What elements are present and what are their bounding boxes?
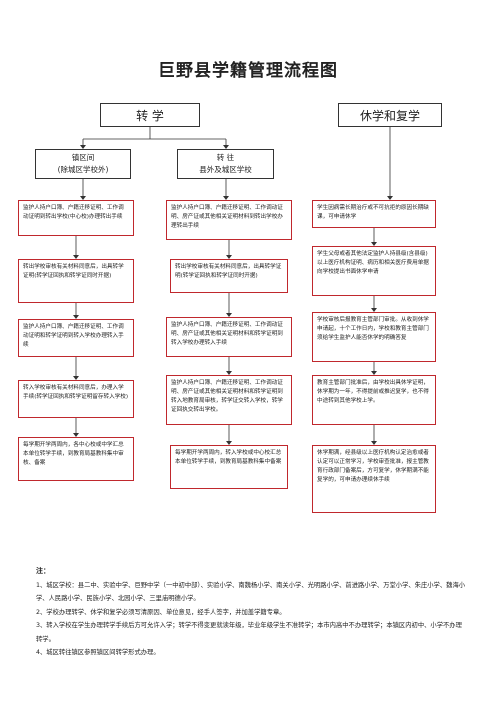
transfer-header: 转 学 [100, 103, 200, 127]
suspend-header-label: 休学和复学 [359, 108, 420, 123]
suspend-step-4: 教育主管部门批准后，由学校出具休学证明，休学期为一年，不得提前或推迟复学，也不得… [312, 375, 436, 425]
out-county-step-2: 转出学校审核有关材料同意后，出具转学证明(转学证回执和转学证同时开据) [170, 259, 288, 293]
note-item-1: 1、城区学校：县二中、实验中学、巨野中学（一中初中部）、实验小学、南魏杨小学、南… [36, 581, 466, 603]
in-county-step-1: 监护人持户口簿、户籍迁移证明、工作调动证明到转出学校(中心校)办理转出手续 [18, 200, 134, 236]
out-county-line-2: 县外及城区学校 [199, 165, 252, 174]
note-item-4: 4、城区转往镇区参照镇区间转学形式办理。 [36, 649, 160, 656]
in-county-step-4: 转入学校审核有关材料同意后，办理入学手续(转学证回执和转学证明留存转入学校) [18, 380, 134, 418]
in-county-line-1: 镇区间 [71, 153, 95, 162]
suspend-step-2: 学生父母或者其他法定监护人持县级(含县级)以上医疗机构证明、病历和相关医疗费用单… [312, 246, 436, 296]
in-county-line-2: (除城区学校外) [57, 165, 109, 174]
note-item-2: 2、学校办理转学、休学和复学必须写清原因、单位意见，经手人签字，并加盖学籍专章。 [36, 608, 286, 616]
notes-section: 注： 1、城区学校：县二中、实验中学、巨野中学（一中初中部）、实验小学、南魏杨小… [36, 565, 466, 660]
out-county-line-1: 转 往 [216, 153, 235, 162]
notes-heading: 注： [36, 567, 50, 575]
out-county-subheader: 转 往 县外及城区学校 [177, 149, 274, 179]
suspend-step-1: 学生因病需长期治疗或不可抗拒的原因长期缺课，可申请休学 [312, 200, 436, 228]
suspend-step-3: 学校审核后报教育主管部门审批。从收到休学申请起，十个工作日内，学校和教育主管部门… [312, 312, 436, 362]
out-county-step-3: 监护人持户口簿、户籍迁移证明、工作调动证明、房产证或其他相关证明材料和转学证明到… [166, 317, 292, 357]
in-county-subheader: 镇区间 (除城区学校外) [35, 149, 131, 179]
out-county-step-4: 监护人持户口簿、户籍迁移证明、工作调动证明、房产证或其他相关证明材料和转学证明到… [166, 375, 292, 425]
out-county-step-1: 监护人持户口簿、户籍迁移证明、工作调动证明、房产证或其他相关证明材料到转出学校办… [166, 200, 292, 240]
page-title: 巨野县学籍管理流程图 [158, 61, 338, 81]
in-county-step-3: 监护人持户口簿、户籍迁移证明、工作调动证明和转学证明到转入学校办理转入手续 [18, 319, 134, 357]
in-county-step-2: 转出学校审核有关材料同意后，出具转学证明(转学证回执和转学证同时开据) [18, 259, 134, 303]
note-item-3: 3、转入学校在学生办理转学手续后方可允许入学；转学不得变更就读年级，毕业年级学生… [36, 622, 462, 643]
suspend-header: 休学和复学 [338, 103, 442, 127]
suspend-step-5: 休学期满，经县级以上医疗机构认定治愈或者认定可以正常学习，学校审查批准，报主管教… [312, 445, 436, 513]
transfer-header-label: 转 学 [136, 108, 164, 123]
in-county-step-5: 每学期开学两周内，各中心校或中学汇总本单位转学手续，到教育局基教科集中审核、备案 [18, 437, 134, 481]
out-county-step-5: 每学期开学两周内，转入学校或中心校汇总本单位转学手续，到教育局基教科集中备案 [170, 445, 288, 489]
